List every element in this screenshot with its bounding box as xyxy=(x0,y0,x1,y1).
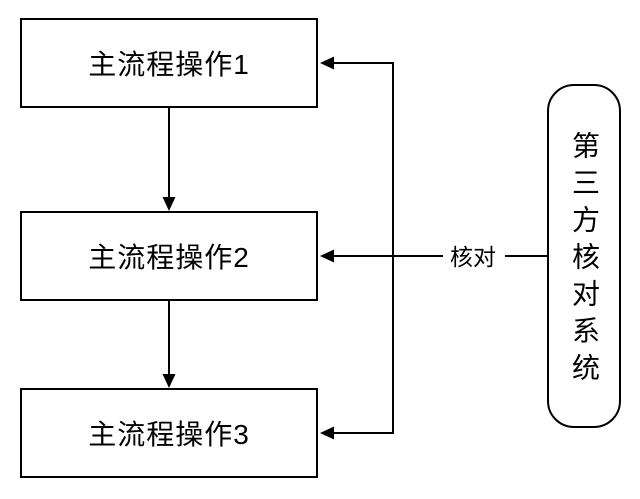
process-box-2: 主流程操作2 xyxy=(20,211,318,301)
edge-side-box2-arrowhead xyxy=(320,249,334,263)
edge-side-branch-path xyxy=(332,62,394,434)
third-party-system-node: 第三方核对系统 xyxy=(547,84,621,428)
edge-box2-box3-arrowhead xyxy=(162,374,176,388)
process-box-3-label: 主流程操作3 xyxy=(88,419,250,450)
edge-side-box3-arrowhead xyxy=(320,426,334,440)
verify-edge-label: 核对 xyxy=(448,238,498,272)
third-party-system-label: 第三方核对系统 xyxy=(569,131,600,390)
process-box-1-label: 主流程操作1 xyxy=(88,49,250,80)
process-box-3: 主流程操作3 xyxy=(20,388,318,478)
edge-box1-box2-arrowhead xyxy=(162,197,176,211)
process-box-1: 主流程操作1 xyxy=(20,18,318,108)
process-box-2-label: 主流程操作2 xyxy=(88,242,250,273)
edge-side-box1-arrowhead xyxy=(320,56,334,70)
